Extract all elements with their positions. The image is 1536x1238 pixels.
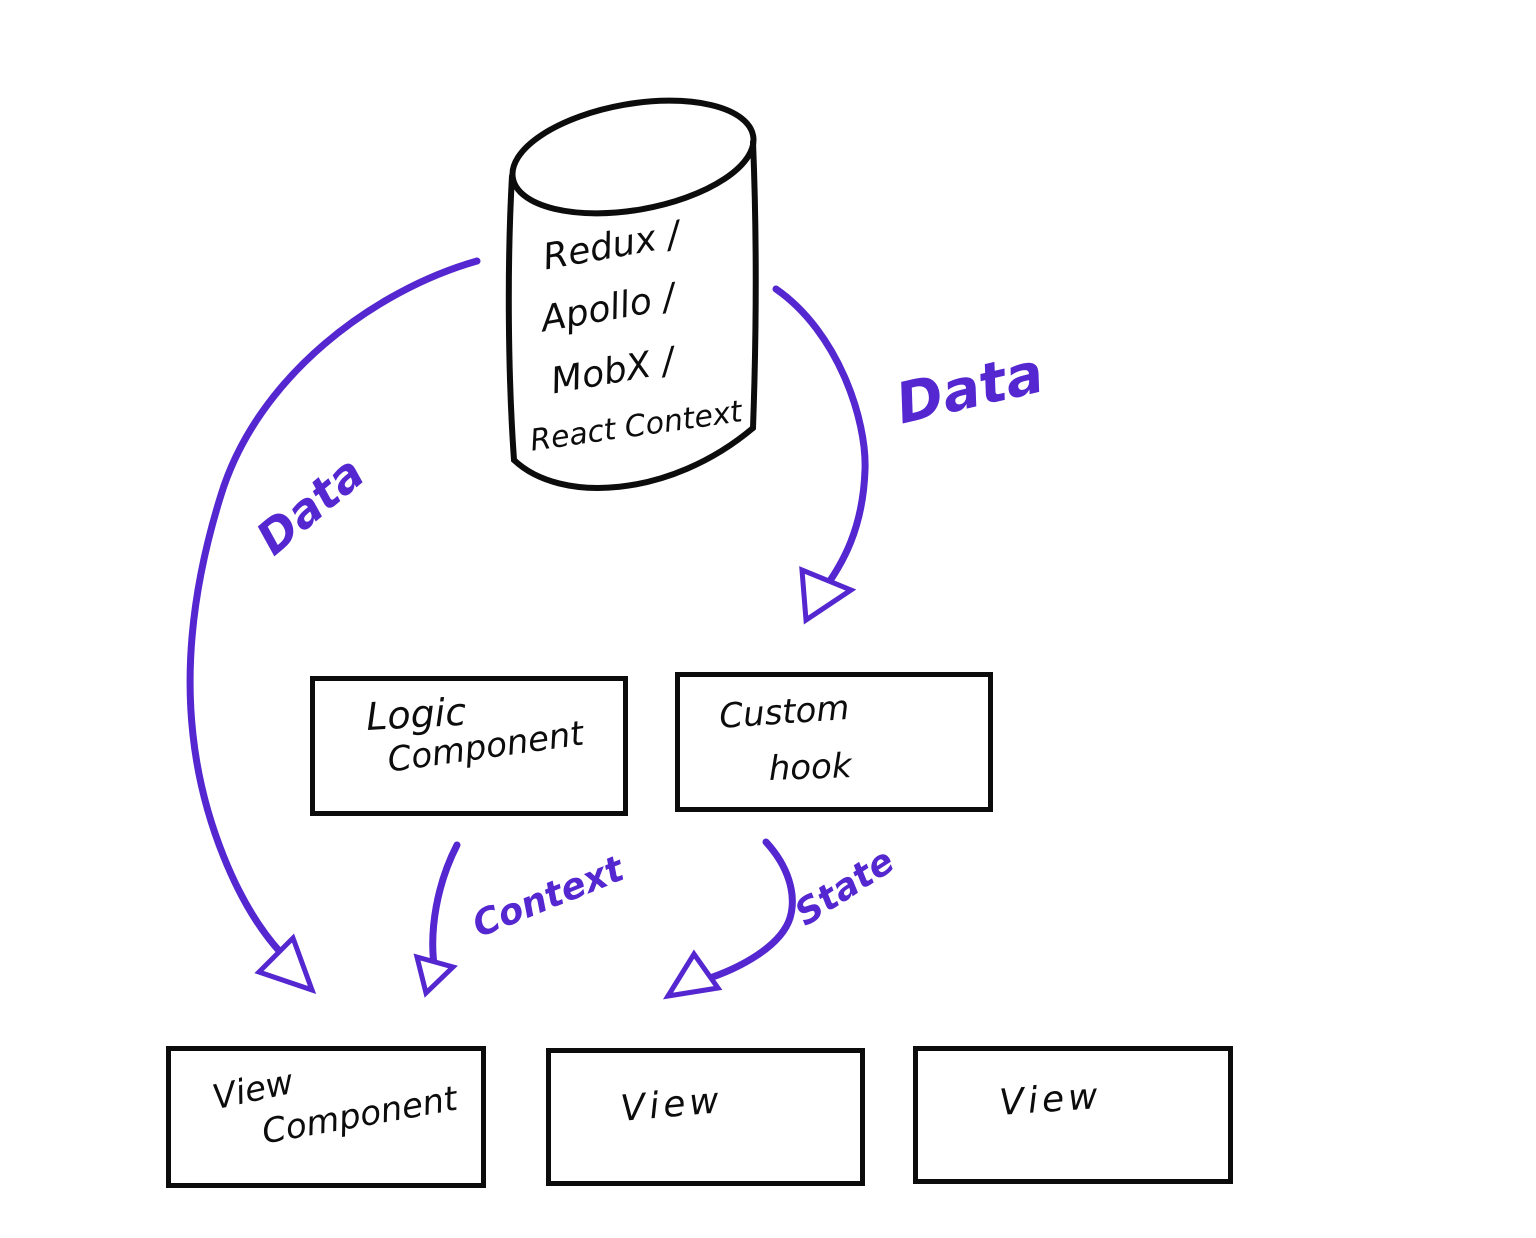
data-arrow-left — [186, 257, 481, 957]
custom-hook-box: Custom hook — [675, 672, 993, 812]
custom-hook-label-line2: hook — [768, 746, 853, 789]
state-arrow — [700, 838, 796, 984]
view-label-2: View — [998, 1075, 1103, 1124]
arrowhead-right — [799, 566, 857, 625]
view-box-1: View — [546, 1048, 865, 1186]
view-box-2: View — [913, 1046, 1233, 1184]
view-component-box: View Component — [166, 1046, 486, 1188]
arrowhead-context — [413, 953, 458, 998]
edges — [186, 257, 869, 1000]
store-cylinder-shape — [505, 97, 759, 491]
arrowhead-state — [662, 949, 723, 1000]
view-label-1: View — [619, 1080, 725, 1130]
arrowhead-left — [254, 933, 317, 995]
context-arrow — [429, 841, 461, 976]
logic-component-box: Logic Component — [310, 676, 628, 816]
data-arrow-right — [772, 285, 869, 596]
custom-hook-label-line1: Custom — [718, 687, 851, 737]
